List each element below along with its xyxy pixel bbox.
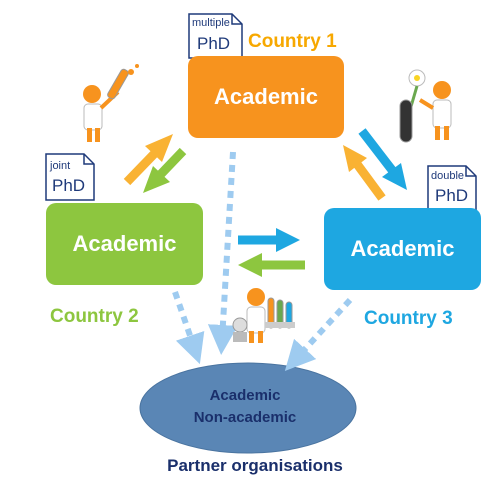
scientist-lab-equipment-icon [232, 288, 295, 343]
arrow-country2-to-country3 [238, 228, 300, 252]
document-multiple-phd-icon [188, 13, 243, 59]
document-double-text: double PhD [428, 166, 476, 210]
academic-box-country3: Academic [324, 208, 481, 290]
document-double-big-label: PhD [435, 186, 469, 205]
document-multiple-text: multiple PhD [189, 14, 242, 58]
partner-ellipse-text: Academic Non-academic [150, 385, 340, 429]
arrow-country1-to-country3 [358, 128, 407, 190]
document-joint-small-label: joint [50, 160, 71, 172]
document-multiple-big-label: PhD [197, 34, 231, 53]
solid-arrows [123, 128, 407, 277]
academic-box-country1: Academic [188, 56, 344, 138]
scientist-test-tube-icon [83, 64, 139, 142]
country-label-3: Country 3 [364, 308, 453, 329]
arrow-country1-to-country2 [143, 147, 187, 193]
document-double-phd-icon [427, 165, 477, 211]
arrow-country3-to-country2 [238, 253, 305, 277]
academic-box-country2: Academic [46, 203, 203, 285]
arrow-country2-to-country1 [123, 134, 173, 186]
partner-line-academic: Academic [209, 387, 281, 404]
document-joint-big-label: PhD [52, 176, 86, 195]
partner-line-non-academic: Non-academic [193, 409, 297, 426]
document-joint-phd-icon [45, 153, 95, 201]
document-multiple-small-label: multiple [192, 17, 230, 29]
country-label-2: Country 2 [50, 306, 139, 327]
country-label-1: Country 1 [248, 31, 337, 52]
dotted-arrow-from-country2 [172, 291, 205, 365]
scientist-flower-icon [399, 69, 452, 143]
arrow-country3-to-country1 [343, 145, 386, 201]
dotted-arrows [172, 151, 353, 372]
partner-organisations-caption: Partner organisations [167, 456, 343, 475]
dotted-arrow-from-country1 [207, 151, 238, 355]
dotted-arrow-from-country3 [284, 297, 353, 372]
document-double-small-label: double [431, 170, 465, 182]
document-joint-text: joint PhD [46, 154, 94, 200]
partner-ellipse [139, 362, 357, 454]
